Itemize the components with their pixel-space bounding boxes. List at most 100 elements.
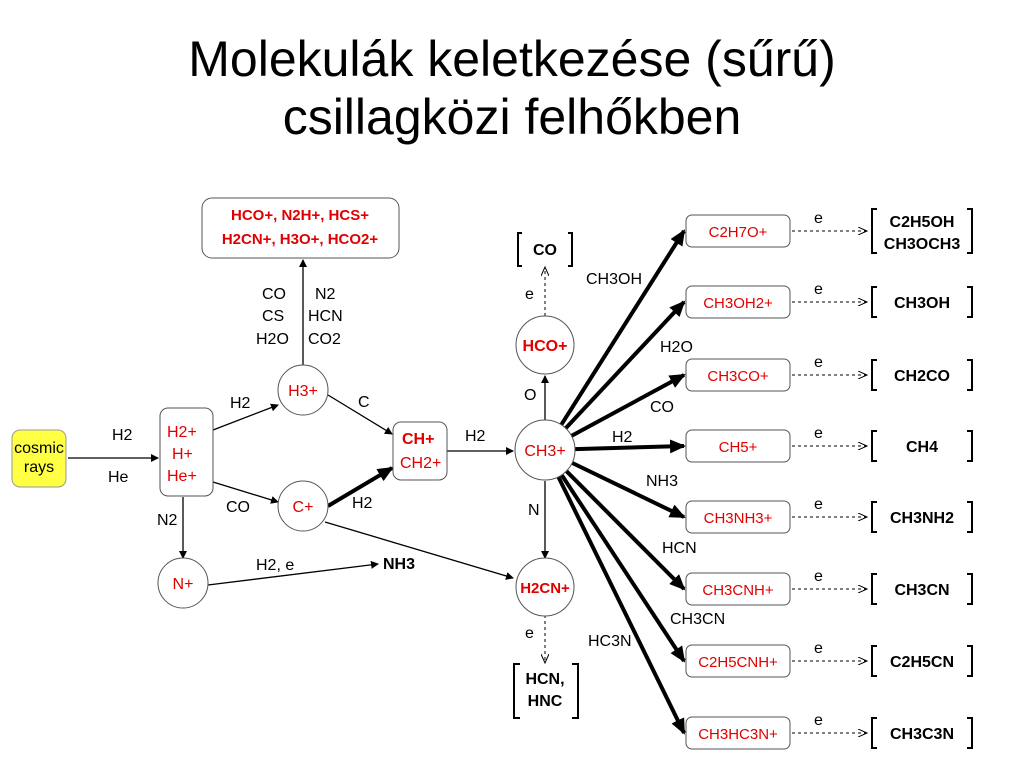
branch-reactant: HC3N [588,633,632,650]
product-label: CH3OCH3 [884,236,961,253]
ion-label: C2H7O+ [709,224,768,241]
ion-box [685,500,791,534]
branch-arrow [556,475,686,735]
edge-label-c: C [358,394,370,411]
ion-label: CH3HC3N+ [698,726,778,743]
branch-reactant: CH3CN [670,611,725,628]
edge-label-h2-ch: H2 [352,495,373,512]
hco-node: HCO+ [515,315,575,375]
hcoplus-label: HCO+ [523,338,568,355]
branch-arrow [559,229,686,426]
edge-label-co: CO [226,499,250,516]
he-input-label: He [108,469,129,486]
branch-reactant: CO [650,399,674,416]
top-reactant-cs: CS [262,308,284,325]
hplus-label: H+ [172,446,193,463]
ch3plus-label: CH3+ [524,443,565,460]
edge-labels: H2 C CO H2 N2 H2, e H2 O N e e CO N2 CS … [157,286,540,642]
top-box-line-1: HCO+, N2H+, HCS+ [231,207,369,224]
ion-box [685,285,791,319]
branch-reactant: NH3 [646,473,678,490]
electron-label: e [814,496,823,513]
edge-label-n: N [528,502,540,519]
co-end-label: CO [533,242,557,259]
edge-label-h2-h3: H2 [230,395,251,412]
core-arrows [68,259,549,662]
cplus-node: C+ [277,480,329,532]
edge-label-o: O [524,387,536,404]
ion-label: CH5+ [719,439,758,456]
cosmic-label: cosmic [14,440,64,457]
title-line-1: Molekulák keletkezése (sűrű) [188,31,836,87]
product-label: CH3C3N [890,726,954,743]
product-label: CH3CN [894,582,949,599]
product-label: C2H5OH [890,214,955,231]
ch3plus-node: CH3+ [514,419,576,481]
ion-box [685,572,791,606]
ion-box [685,358,791,392]
ion-label: C2H5CNH+ [698,654,778,671]
ion-box [685,716,791,750]
branch-reactant: HCN [662,540,697,557]
top-box-line-2: H2CN+, H3O+, HCO2+ [222,231,379,248]
ion-label: CH3CO+ [707,368,769,385]
ions-box: H2+ H+ He+ [159,407,214,497]
h2cnplus-label: H2CN+ [520,580,570,597]
branch-reactant: H2 [612,429,633,446]
top-reactant-co2: CO2 [308,331,341,348]
electron-label: e [814,281,823,298]
branch-reactant: H2O [660,339,693,356]
chplus-label: CH+ [402,431,434,448]
h2cn-node: H2CN+ [515,557,575,617]
top-reactant-hcn: HCN [308,308,343,325]
electron-label: e [814,640,823,657]
cosmic-rays-node: cosmic rays [11,429,67,488]
branch-reactant: CH3OH [586,271,642,288]
electron-label: e [814,568,823,585]
nplus-label: N+ [173,576,194,593]
hcn-end-product: HCN, HNC [513,663,579,719]
edge-label-h2-e: H2, e [256,557,294,574]
edge-label-n2: N2 [157,512,178,529]
ion-box [685,644,791,678]
electron-label: e [814,712,823,729]
h2-input-label: H2 [112,427,133,444]
nh3-product-label: NH3 [383,556,415,573]
branch-arrow [574,439,686,454]
ch-box: CH+ CH2+ [392,421,448,481]
top-reactant-n2: N2 [315,286,336,303]
ion-label: CH3CNH+ [702,582,774,599]
nplus-node: N+ [157,557,209,609]
hcn-end-label: HCN, [525,671,564,688]
top-products-box: HCO+, N2H+, HCS+ H2CN+, H3O+, HCO2+ [201,197,400,259]
co-end-product: CO [517,232,573,267]
branch-arrow [564,469,686,591]
ion-box [685,429,791,463]
top-reactant-h2o: H2O [256,331,289,348]
ch2plus-label: CH2+ [400,455,441,472]
edge-label-h2-ch3: H2 [465,428,486,445]
h3plus-label: H3+ [288,383,318,400]
rays-label: rays [24,459,54,476]
branch-arrow [564,300,686,430]
electron-label: e [814,210,823,227]
h2plus-label: H2+ [167,424,197,441]
branch-arrow [570,373,686,438]
ion-label: CH3OH2+ [703,295,773,312]
branch-row: CH3OH C2H7O+ e C2H5OH CH3OCH3 [559,208,973,426]
product-label: CH3OH [894,295,950,312]
top-reactant-co: CO [262,286,286,303]
h3plus-node: H3+ [277,364,329,416]
product-label: CH4 [906,439,938,456]
edge-label-e-top: e [525,286,534,303]
electron-label: e [814,425,823,442]
branch-arrow [559,473,686,663]
